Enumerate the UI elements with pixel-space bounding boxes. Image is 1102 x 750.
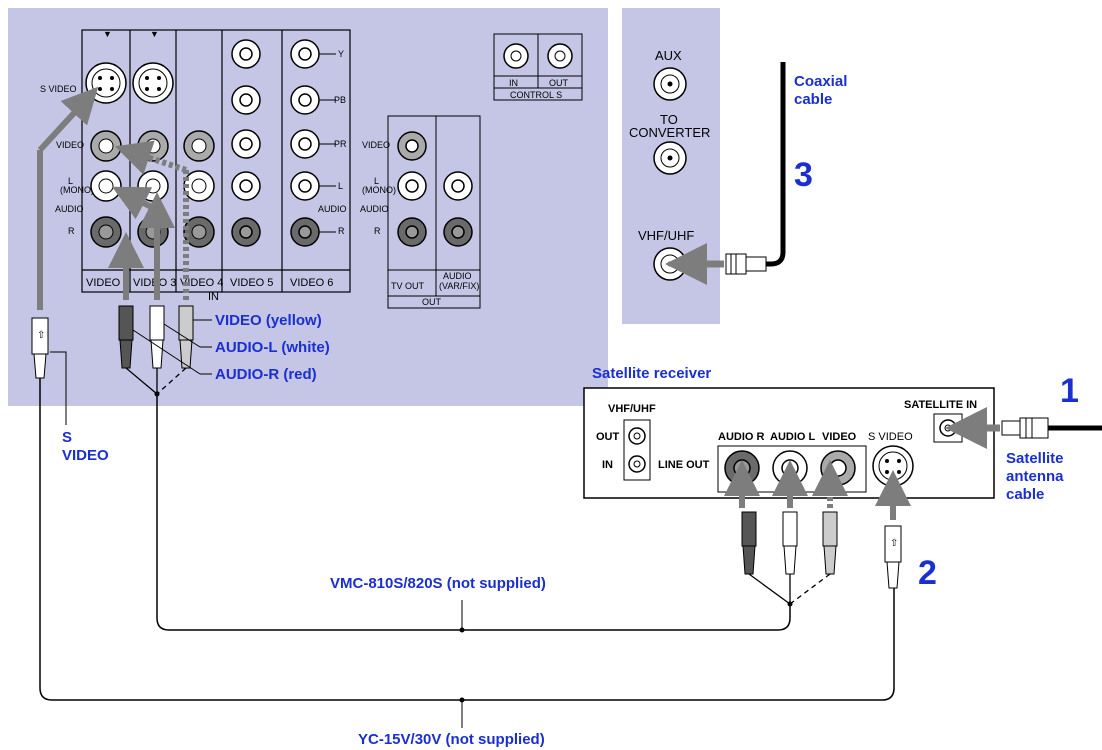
step-3-number: 3 <box>794 156 813 194</box>
s-video-side-label: S VIDEO <box>40 84 77 94</box>
out-l-label: L <box>374 176 379 186</box>
s-video-jack-1[interactable]: ▼ <box>85 29 127 104</box>
vmc-cable <box>156 394 791 631</box>
yc-cable <box>39 378 895 701</box>
tv-out-label: TV OUT <box>391 281 425 291</box>
receiver-s-video-label: S VIDEO <box>868 431 913 443</box>
receiver-audio-l-label: AUDIO L <box>770 431 816 443</box>
receiver-in-label: IN <box>602 459 613 471</box>
y-label: Y <box>338 49 344 59</box>
tv-input-block <box>81 29 351 293</box>
video-side-label: VIDEO <box>56 140 84 150</box>
control-s-out-label: OUT <box>549 78 569 88</box>
pb-label: PB <box>334 95 346 105</box>
out-jacks[interactable] <box>397 131 473 247</box>
s-video-jack-2[interactable]: ▼ <box>132 29 174 104</box>
col-label-video1: VIDEO 1 <box>86 277 129 289</box>
receiver-video-label: VIDEO <box>822 431 857 443</box>
l-right-label: L <box>338 181 343 191</box>
satellite-cable-label-1: Satellite <box>1006 450 1064 467</box>
pr-label: PR <box>334 139 347 149</box>
video-yellow-label: VIDEO (yellow) <box>215 312 322 329</box>
converter-label: CONVERTER <box>629 125 710 140</box>
vmc-cable-label: VMC-810S/820S (not supplied) <box>330 575 546 592</box>
rca-plugs-tv <box>118 305 194 369</box>
rca-jacks-audio-l-row[interactable] <box>90 170 215 202</box>
rca-plugs-receiver <box>741 511 838 575</box>
receiver-satellite-in-label: SATELLITE IN <box>904 399 977 411</box>
svg-text:▼: ▼ <box>150 29 159 39</box>
mono-side-label: (MONO) <box>60 185 94 195</box>
receiver-s-video-jack[interactable] <box>872 445 914 487</box>
receiver-vhf-uhf-label: VHF/UHF <box>608 403 656 415</box>
r-right-label: R <box>338 226 345 236</box>
rca-jacks-audio-r-row[interactable] <box>90 216 215 248</box>
s-video-plug-receiver: ⇧ <box>884 525 902 589</box>
coaxial-label-1: Coaxial <box>794 73 847 90</box>
r-side-label: R <box>68 226 75 236</box>
col-label-video6: VIDEO 6 <box>290 277 333 289</box>
out-label: OUT <box>422 297 442 307</box>
audio-r-red-label: AUDIO-R (red) <box>215 366 317 383</box>
s-video-label-1: S <box>62 429 72 446</box>
control-s-title: CONTROL S <box>510 90 562 100</box>
s-video-plug-tv: ⇧ <box>31 317 49 379</box>
satellite-cable-label-2: antenna <box>1006 468 1064 485</box>
receiver-out-label: OUT <box>596 431 620 443</box>
aux-label: AUX <box>655 48 682 63</box>
rca-cable-join-tv <box>125 367 187 395</box>
coaxial-connector <box>725 253 767 275</box>
out-mono-label: (MONO) <box>362 185 396 195</box>
receiver-audio-r-label: AUDIO R <box>718 431 765 443</box>
receiver-line-out-label: LINE OUT <box>658 459 710 471</box>
svg-text:⇧: ⇧ <box>37 330 45 341</box>
col-label-video4: VIDEO 4 <box>180 277 223 289</box>
col-label-video5: VIDEO 5 <box>230 277 273 289</box>
svg-text:▼: ▼ <box>103 29 112 39</box>
satellite-receiver-title: Satellite receiver <box>592 365 711 382</box>
audio-varfix-label: (VAR/FIX) <box>439 281 479 291</box>
audio-right-label: AUDIO <box>318 204 347 214</box>
satellite-cable-label-3: cable <box>1006 486 1044 503</box>
l-side-label: L <box>68 176 73 186</box>
step-2-number: 2 <box>918 554 937 592</box>
step-1-number: 1 <box>1060 372 1079 410</box>
control-s-block <box>493 33 583 101</box>
coaxial-cable <box>766 62 786 267</box>
rca-arrows-tv <box>108 140 189 300</box>
in-label: IN <box>208 291 219 303</box>
rca-cable-join-receiver <box>748 573 831 605</box>
out-block <box>387 115 481 309</box>
control-s-in-label: IN <box>509 78 518 88</box>
coaxial-label-2: cable <box>794 91 832 108</box>
satellite-connector <box>1001 417 1049 439</box>
out-r-label: R <box>374 226 381 236</box>
yc-cable-label: YC-15V/30V (not supplied) <box>358 731 545 748</box>
audio-out-label: AUDIO <box>443 271 472 281</box>
to-label: TO <box>660 112 678 127</box>
svg-text:⇧: ⇧ <box>890 538 898 549</box>
out-audio-label: AUDIO <box>360 204 389 214</box>
rca-arrows-receiver <box>724 460 848 508</box>
audio-l-white-label: AUDIO-L (white) <box>215 339 330 356</box>
vhf-uhf-label: VHF/UHF <box>638 228 694 243</box>
audio-side-label: AUDIO <box>55 204 84 214</box>
out-video-label: VIDEO <box>362 140 390 150</box>
component-jacks[interactable] <box>231 39 320 247</box>
s-video-label-2: VIDEO <box>62 447 109 464</box>
